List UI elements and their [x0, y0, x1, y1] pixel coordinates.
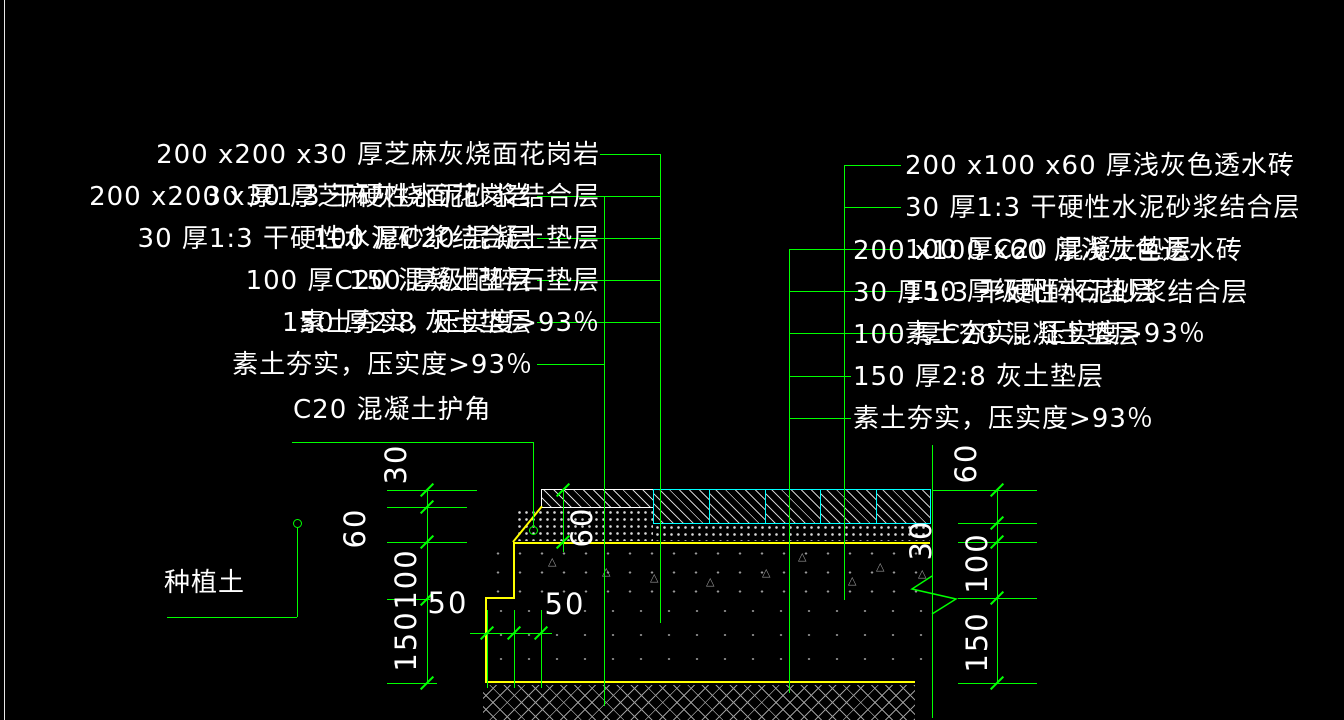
dim-label-30: 30 [904, 519, 938, 561]
aggregate-icon: △ [706, 575, 715, 588]
extension-line [932, 490, 1037, 491]
aggregate-icon: △ [876, 560, 885, 573]
layer-note-duplicate[interactable]: 200 x100 x60 厚浅灰色透水砖 [853, 236, 1243, 266]
break-line-symbol [910, 575, 958, 615]
permeable-brick-block [820, 489, 877, 524]
aggregate-icon: △ [602, 565, 611, 578]
leader-vertical [844, 165, 845, 600]
layer-note-duplicate[interactable]: 素土夯实，压实度>93％ [853, 404, 1154, 434]
subgrade-hatch [483, 685, 915, 720]
layer-note[interactable]: 100 厚C20 混凝土垫层 [312, 224, 600, 254]
leader-tick [844, 207, 901, 208]
mortar-bed-right-hatch [654, 524, 930, 541]
layer-note[interactable]: 100 厚C20 混凝土垫层 [905, 235, 1193, 265]
layer-note[interactable]: 200 x100 x60 厚浅灰色透水砖 [905, 151, 1295, 181]
dim-label-60: 60 [338, 507, 372, 549]
dim-label-100: 100 [389, 548, 423, 610]
toe-left-edge [485, 597, 487, 683]
layer-note-duplicate[interactable]: 100 厚C20 混凝土垫层 [853, 320, 1141, 350]
leader-tick [600, 154, 660, 155]
aggregate-icon: △ [548, 555, 557, 568]
leader-tick [600, 238, 660, 239]
layer-note-duplicate[interactable]: 150 厚2:8 灰土垫层 [282, 308, 533, 338]
leader-tick [789, 291, 901, 292]
leader-tick [537, 238, 604, 239]
leader-tick [789, 249, 901, 250]
leader-tick [789, 418, 851, 419]
extension-line [387, 683, 437, 684]
mortar-bed-left-hatch [516, 509, 653, 541]
permeable-brick-block [653, 489, 710, 524]
leader-tick [537, 364, 604, 365]
leader-tick [789, 376, 851, 377]
concrete-layer-hatch [487, 544, 930, 597]
aggregate-icon: △ [762, 566, 771, 579]
lime-soil-layer-hatch [487, 599, 930, 681]
section-right-edge [932, 445, 933, 718]
extension-line [387, 599, 430, 600]
concrete-top-line [513, 542, 930, 544]
extension-line [541, 610, 542, 688]
layer-note-duplicate[interactable]: 30 厚1:3 干硬性水泥砂浆结合层 [853, 278, 1249, 308]
layer-note-duplicate[interactable]: 30 厚1:3 干硬性水泥砂浆结合层 [137, 224, 533, 254]
layer-note[interactable]: 素土夯实，压实度>93％ [905, 319, 1206, 349]
leader-tick [600, 280, 660, 281]
aggregate-icon: △ [650, 571, 659, 584]
extension-line [387, 490, 477, 491]
dim-label-50: 50 [544, 587, 586, 621]
layer-note[interactable]: 150 厚级配碎石垫层 [349, 266, 600, 296]
aggregate-icon: △ [848, 574, 857, 587]
leader-tick [537, 280, 604, 281]
leader-vertical [789, 249, 790, 693]
aggregate-icon: △ [918, 567, 927, 580]
planting-leader-horizontal [167, 617, 297, 618]
leader-tick [600, 196, 660, 197]
leader-vertical [604, 196, 605, 706]
leader-tick [537, 322, 604, 323]
aggregate-icon: △ [798, 550, 807, 563]
layer-note-duplicate[interactable]: 100 厚C20 混凝土垫层 [245, 266, 533, 296]
layer-note[interactable]: 30 厚1:3 干硬性水泥砂浆结合层 [204, 182, 600, 212]
layer-note[interactable]: 30 厚1:3 干硬性水泥砂浆结合层 [905, 193, 1301, 223]
lime-bottom-line [487, 681, 915, 683]
layer-note-duplicate[interactable]: 150 厚2:8 灰土垫层 [853, 362, 1104, 392]
dim-label-150: 150 [960, 611, 994, 673]
layer-note[interactable]: 150 厚级配碎石垫层 [905, 277, 1156, 307]
extension-line [487, 610, 488, 688]
leader-tick [844, 165, 901, 166]
dim-label-60: 60 [949, 442, 983, 484]
layer-note[interactable]: 200 x200 x30 厚芝麻灰烧面花岗岩 [156, 140, 600, 170]
corner-leader-dot [529, 526, 538, 535]
dim-label-50: 50 [427, 586, 469, 620]
dimension-chain-left [427, 490, 428, 683]
corner-protection-label[interactable]: C20 混凝土护角 [293, 395, 492, 425]
corner-leader-horizontal [292, 442, 533, 443]
dim-label-30: 30 [379, 443, 413, 485]
layer-note-duplicate[interactable]: 200 x200 x30 厚芝麻灰烧面花岗岩 [89, 182, 533, 212]
permeable-brick-block [709, 489, 766, 524]
leader-vertical [660, 154, 661, 623]
extension-line [514, 610, 515, 688]
permeable-brick-block [876, 489, 931, 524]
leader-tick [537, 196, 604, 197]
concrete-toe-line [485, 597, 515, 599]
planting-leader-vertical [297, 528, 298, 617]
viewport-edge-line [4, 0, 5, 720]
planting-leader-dot [293, 519, 302, 528]
dim-label-60-inner: 60 [565, 506, 599, 548]
extension-line [563, 490, 564, 552]
permeable-brick-block [765, 489, 821, 524]
planting-soil-label[interactable]: 种植土 [164, 568, 246, 598]
leader-tick [600, 322, 660, 323]
layer-note-duplicate[interactable]: 素土夯实，压实度>93％ [232, 350, 533, 380]
dim-label-150: 150 [389, 610, 423, 672]
corner-leader-vertical [533, 442, 534, 527]
leader-tick [789, 333, 901, 334]
layer-note[interactable]: 素土夯实，压实度>93％ [299, 308, 600, 338]
dimension-chain-right [997, 490, 998, 683]
dim-label-100: 100 [960, 532, 994, 594]
